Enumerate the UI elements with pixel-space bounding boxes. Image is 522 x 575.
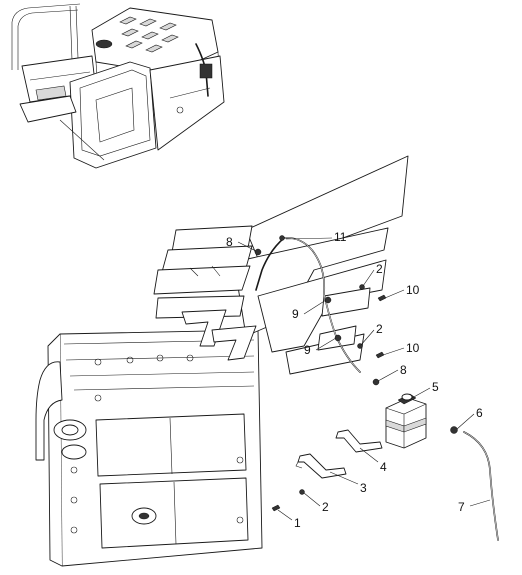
- callout-9-lower: 9: [304, 343, 311, 357]
- callout-4: 4: [380, 460, 387, 474]
- callout-10-mid: 10: [406, 341, 420, 355]
- leader-lines: [237, 237, 491, 521]
- bracket-4: [335, 429, 383, 453]
- excavator-overview: [11, 3, 225, 169]
- callout-6: 6: [476, 406, 483, 420]
- callout-8-lower: 8: [400, 363, 407, 377]
- callout-1: 1: [294, 516, 301, 530]
- bracket-3: [295, 453, 347, 479]
- cover-panels: [153, 155, 409, 375]
- hose-7: [463, 431, 499, 541]
- callout-3: 3: [360, 481, 367, 495]
- callout-11: 11: [334, 230, 347, 244]
- wiring-harness: [255, 235, 361, 373]
- callout-7: 7: [458, 500, 465, 514]
- callout-9-upper: 9: [292, 307, 299, 321]
- callouts: 8 11 2 10 9 2 10 9 8 5 6 4 3 2 7 1: [226, 230, 483, 530]
- callout-10-upper: 10: [406, 283, 420, 297]
- reservoir-bottle: [385, 393, 427, 449]
- callout-2-mid: 2: [376, 322, 383, 336]
- callout-5: 5: [432, 380, 439, 394]
- callout-2-lower: 2: [322, 500, 329, 514]
- callout-2-upper: 2: [376, 262, 383, 276]
- radiator-assembly: [35, 329, 263, 567]
- callout-8-upper: 8: [226, 235, 233, 249]
